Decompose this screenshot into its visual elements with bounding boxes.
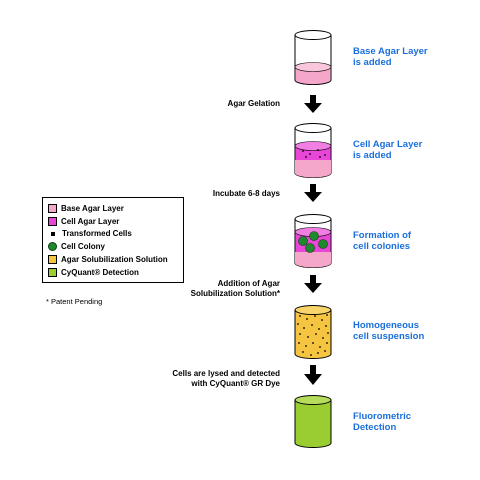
cylinder-step-1	[294, 30, 332, 85]
arrow-down-2	[304, 184, 322, 202]
pink-square-icon	[48, 203, 57, 213]
transition-label-2: Incubate 6-8 days	[212, 189, 280, 198]
legend-item-cyquant: CyQuant® Detection	[48, 266, 183, 279]
legend-item-transformed-cells: Transformed Cells	[48, 228, 183, 241]
cell-colony-3	[318, 239, 328, 249]
legend-item-solubilization: Agar Solubilization Solution	[48, 253, 183, 266]
cylinder-step-3	[294, 214, 332, 268]
legend-item-base-agar: Base Agar Layer	[48, 202, 183, 215]
cell-colony-1	[298, 236, 308, 246]
legend-item-cell-colony: Cell Colony	[48, 240, 183, 253]
arrow-down-1	[304, 95, 322, 113]
green-circle-icon	[48, 242, 57, 252]
legend-item-cell-agar: Cell Agar Layer	[48, 215, 183, 228]
patent-footnote: * Patent Pending	[46, 297, 103, 306]
arrow-down-4	[304, 365, 322, 385]
cell-colony-4	[305, 243, 315, 253]
arrow-down-3	[304, 275, 322, 293]
cylinder-step-2	[294, 123, 332, 178]
transition-label-1: Agar Gelation	[227, 99, 280, 108]
cylinder-step-5	[294, 395, 332, 448]
magenta-square-icon	[48, 216, 57, 226]
cell-colony-2	[309, 231, 319, 241]
black-dot-icon	[51, 231, 55, 236]
yellow-square-icon	[48, 255, 57, 265]
green-square-icon	[48, 267, 57, 277]
cylinder-step-4	[294, 305, 332, 359]
legend: Base Agar Layer Cell Agar Layer Transfor…	[42, 197, 184, 283]
